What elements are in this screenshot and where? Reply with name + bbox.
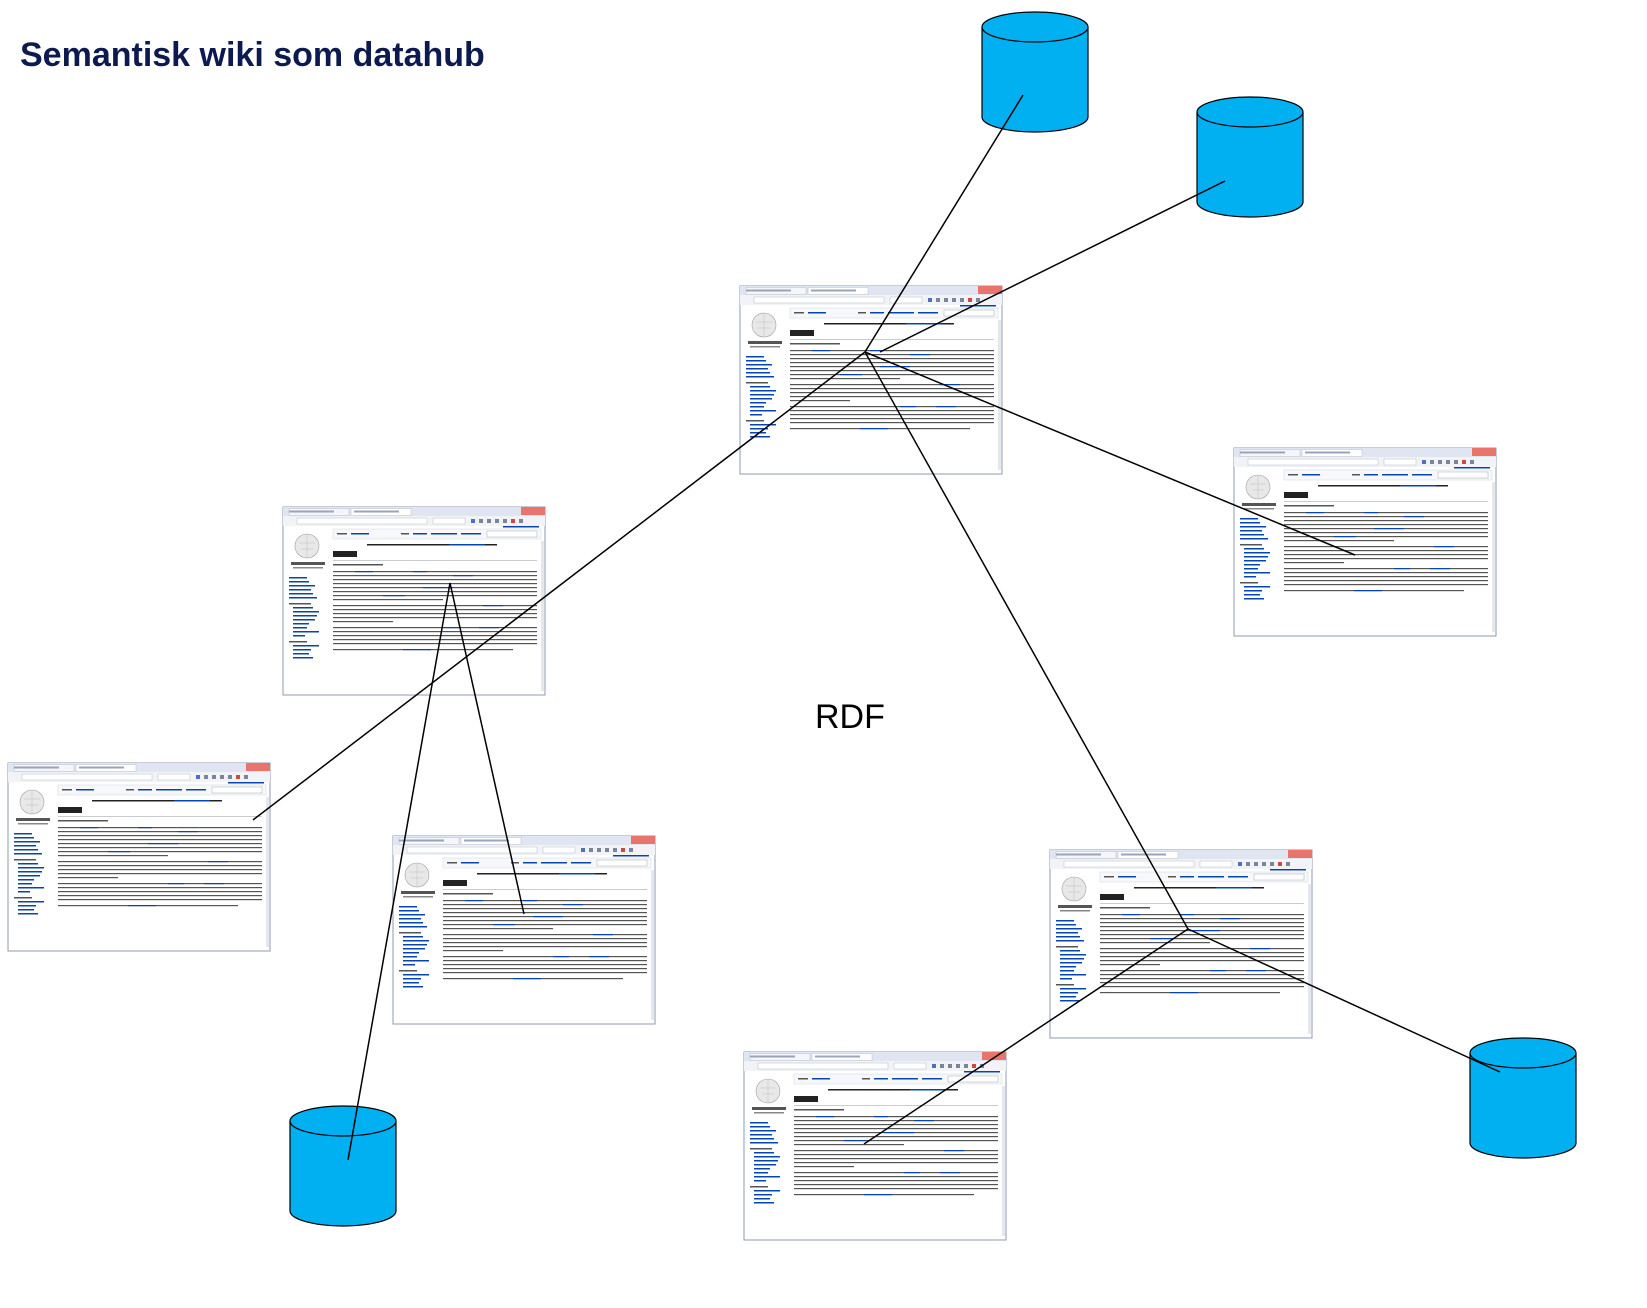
rdf-label: RDF <box>815 698 885 736</box>
wiki-node-right <box>1233 447 1497 637</box>
wiki-node-center-left <box>282 506 546 696</box>
database-cylinder-icon <box>1196 96 1304 218</box>
page-title: Semantisk wiki som datahub <box>20 36 485 74</box>
database-cylinder-icon <box>289 1105 397 1227</box>
link-wiki-farleft <box>252 351 866 821</box>
link-db2-wiki <box>879 180 1226 353</box>
rdf-links <box>252 94 1501 1161</box>
wiki-node-lower-left <box>392 835 656 1025</box>
wiki-node-lower-right <box>1049 849 1313 1039</box>
link-lowerright-db4 <box>1187 928 1501 1073</box>
link-centerleft-lowerleft <box>449 582 525 915</box>
wiki-node-bottom-center <box>743 1051 1007 1241</box>
link-wiki-right <box>864 351 1356 556</box>
database-cylinder-icon <box>981 11 1089 133</box>
link-db1-wiki <box>864 94 1024 353</box>
link-wiki-lowerright <box>864 351 1189 930</box>
wiki-node-far-left <box>7 762 271 952</box>
link-centerleft-db3 <box>347 582 451 1161</box>
database-cylinder-icon <box>1469 1037 1577 1159</box>
link-lowerright-bottom <box>863 928 1189 1145</box>
wiki-node-top-center <box>739 285 1003 475</box>
